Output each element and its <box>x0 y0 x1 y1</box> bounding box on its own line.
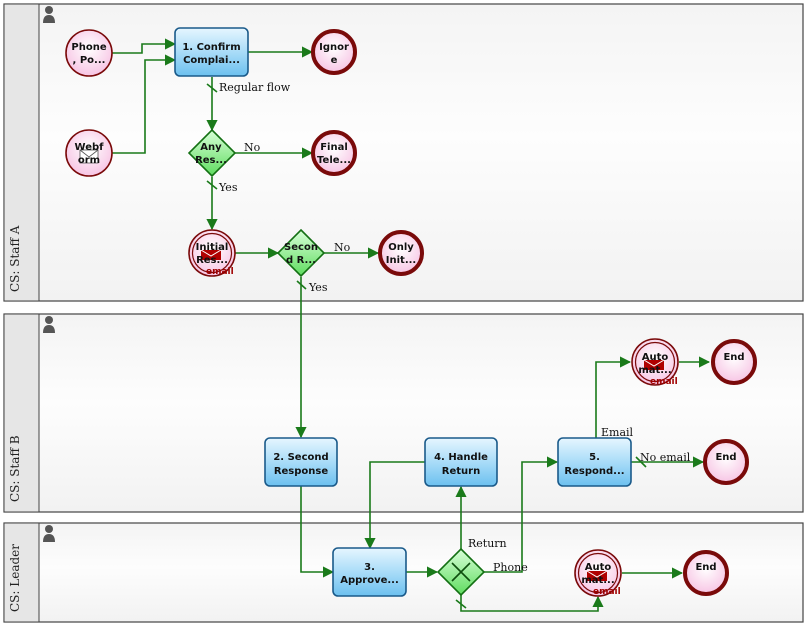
svg-text:End: End <box>723 352 744 363</box>
edge-label-yes: Yes <box>218 181 238 194</box>
svg-text:Response: Response <box>274 466 329 477</box>
intermediate-event-initial-response[interactable]: Initial Res... email <box>188 229 236 277</box>
svg-text:Res...: Res... <box>196 255 228 266</box>
svg-text:End: End <box>695 562 716 573</box>
start-event-phone[interactable]: Phone , Po... <box>65 29 113 77</box>
svg-text:, Po...: , Po... <box>73 55 106 66</box>
svg-text:Webf: Webf <box>75 142 105 153</box>
person-icon <box>43 6 55 23</box>
end-event-only-initial[interactable]: Only Init... <box>378 230 424 276</box>
document-icon <box>79 149 99 164</box>
intermediate-event-automatic[interactable]: Auto mat... email <box>574 549 622 597</box>
mail-icon <box>586 570 608 581</box>
svg-text:5.: 5. <box>589 452 600 463</box>
svg-text:Respond...: Respond... <box>564 466 624 477</box>
gateway-second-response[interactable]: Secon d R... <box>276 228 326 278</box>
flow-secondresponse-approve <box>300 486 335 578</box>
flow-webform-confirm <box>112 54 177 154</box>
end-event-end[interactable]: End <box>683 550 729 596</box>
edge-label-no-email: No email <box>640 451 691 464</box>
end-event-end[interactable]: End <box>711 339 757 385</box>
svg-text:Auto: Auto <box>642 352 669 363</box>
edge-label-phone: Phone <box>493 561 528 574</box>
svg-text:Ignor: Ignor <box>319 42 349 53</box>
svg-text:Return: Return <box>442 466 480 477</box>
svg-text:email: email <box>206 267 234 277</box>
flow-gateway-respond <box>484 456 559 573</box>
svg-text:4. Handle: 4. Handle <box>434 452 488 463</box>
svg-text:e: e <box>331 55 338 66</box>
svg-text:Only: Only <box>388 242 414 253</box>
svg-text:Auto: Auto <box>585 562 612 573</box>
person-icon <box>43 525 55 542</box>
svg-text:email: email <box>650 377 678 387</box>
svg-text:Phone: Phone <box>71 42 106 53</box>
svg-text:Final: Final <box>320 142 348 153</box>
flow-respond-autob <box>595 356 632 438</box>
edge-label-regular-flow: Regular flow <box>219 81 291 94</box>
gateway-exclusive[interactable] <box>436 547 486 597</box>
edge-label-no: No <box>244 141 261 154</box>
lane-label-staff-a: CS: Staff A <box>8 225 22 292</box>
svg-text:Secon: Secon <box>284 242 318 253</box>
svg-text:Complai...: Complai... <box>183 55 240 66</box>
x-icon <box>451 562 471 582</box>
svg-text:email: email <box>593 587 621 597</box>
task-approve[interactable]: 3. Approve... <box>332 547 407 597</box>
end-event-end[interactable]: End <box>703 439 749 485</box>
lane-label-staff-b: CS: Staff B <box>8 435 22 502</box>
end-event-final-telephone[interactable]: Final Tele... <box>311 130 357 176</box>
svg-text:2. Second: 2. Second <box>273 452 328 463</box>
flow-handlereturn-approve <box>364 461 425 550</box>
svg-text:Any: Any <box>200 142 222 153</box>
task-confirm-complaint[interactable]: 1. Confirm Complai... <box>174 27 249 77</box>
person-icon <box>43 316 55 333</box>
end-event-ignore[interactable]: Ignor e <box>311 29 357 75</box>
start-event-webform[interactable]: Webf orm <box>65 129 113 177</box>
svg-text:mat...: mat... <box>581 575 614 586</box>
task-second-response[interactable]: 2. Second Response <box>264 437 338 487</box>
svg-text:orm: orm <box>78 155 100 166</box>
svg-text:Initial: Initial <box>196 242 229 253</box>
flow-phone-confirm <box>112 38 177 54</box>
intermediate-event-automatic[interactable]: Auto mat... email <box>631 338 679 387</box>
lane-staff-b: CS: Staff B <box>3 313 804 513</box>
svg-text:d R...: d R... <box>286 255 316 266</box>
edge-label-no: No <box>334 241 351 254</box>
edge-label-email: Email <box>601 426 634 439</box>
edge-label-return: Return <box>468 537 507 550</box>
task-respond[interactable]: 5. Respond... <box>557 437 632 487</box>
svg-text:Tele...: Tele... <box>317 155 351 166</box>
svg-text:End: End <box>715 452 736 463</box>
svg-text:Approve...: Approve... <box>340 575 399 586</box>
svg-text:1. Confirm: 1. Confirm <box>182 42 240 53</box>
edge-label-yes: Yes <box>308 281 328 294</box>
svg-text:3.: 3. <box>364 562 375 573</box>
mail-icon <box>200 249 222 260</box>
task-handle-return[interactable]: 4. Handle Return <box>424 437 498 487</box>
svg-text:Res...: Res... <box>195 155 227 166</box>
svg-text:Init...: Init... <box>386 255 416 266</box>
mail-icon <box>643 359 665 370</box>
svg-text:mat...: mat... <box>638 365 671 376</box>
gateway-any-response[interactable]: Any Res... <box>187 128 237 178</box>
lane-label-leader: CS: Leader <box>8 544 22 612</box>
